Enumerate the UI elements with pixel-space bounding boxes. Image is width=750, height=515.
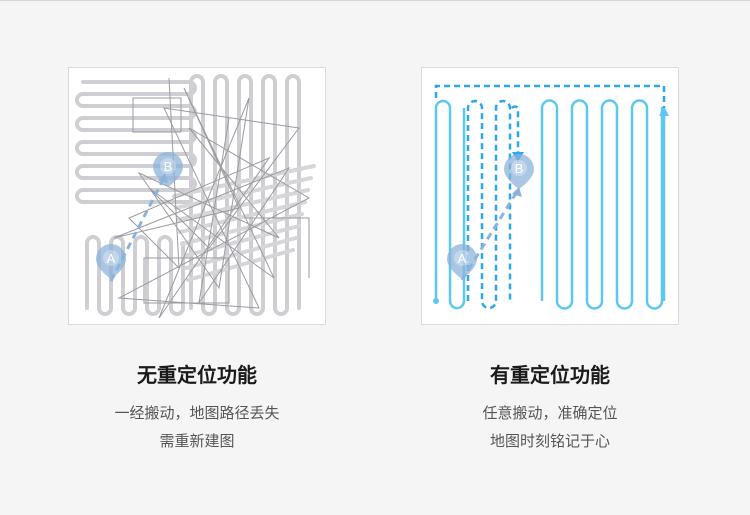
dashed-continuation-path <box>434 84 666 310</box>
map-without-relocation: A B <box>68 67 326 325</box>
path-segment <box>540 99 664 310</box>
pin-b-icon: B <box>153 152 183 187</box>
feature-description-line-1: 任意搬动，准确定位 <box>482 404 618 422</box>
feature-description-line-2: 需重新建图 <box>159 432 235 450</box>
overlapping-vertical-path <box>85 74 301 316</box>
path-segment <box>434 84 666 108</box>
path-segment <box>189 74 301 316</box>
pin-a-label: A <box>458 251 467 266</box>
move-arrowhead-icon <box>512 187 522 197</box>
pin-a-label: A <box>107 251 116 266</box>
path-end-arrowhead-icon <box>659 106 669 116</box>
caption-with-relocation: 有重定位功能 任意搬动，准确定位 地图时刻铭记于心 <box>390 360 710 455</box>
path-segment <box>132 97 310 304</box>
original-zigzag-path <box>75 80 197 204</box>
feature-title: 无重定位功能 <box>137 363 257 387</box>
path-segment <box>75 80 197 204</box>
vertical-serpentine-path <box>434 99 666 310</box>
tilted-new-path <box>172 164 316 282</box>
pin-b-icon: B <box>504 154 534 189</box>
path-start-dot <box>433 298 439 304</box>
top-divider <box>0 0 750 1</box>
path-segment <box>172 164 316 282</box>
move-arrow <box>109 175 167 282</box>
path-segment <box>466 99 520 310</box>
map-with-relocation: A B <box>421 67 679 325</box>
path-segment <box>434 99 452 301</box>
pin-b-label: B <box>515 161 524 176</box>
path-segment <box>85 235 185 316</box>
feature-description-line-1: 一经搬动，地图路径丢失 <box>114 404 280 422</box>
caption-without-relocation: 无重定位功能 一经搬动，地图路径丢失 需重新建图 <box>37 360 357 455</box>
pin-a-icon: A <box>447 244 477 279</box>
orderly-cleaning-path-illustration: A B <box>433 84 669 310</box>
chaotic-scribble-lines <box>113 77 311 319</box>
feature-title: 有重定位功能 <box>490 363 610 387</box>
pin-a-icon: A <box>96 244 126 279</box>
feature-description-line-2: 地图时刻铭记于心 <box>489 432 610 450</box>
path-segment <box>448 108 466 310</box>
pin-b-label: B <box>164 159 173 174</box>
messy-cleaning-path-illustration: A B <box>75 74 316 319</box>
